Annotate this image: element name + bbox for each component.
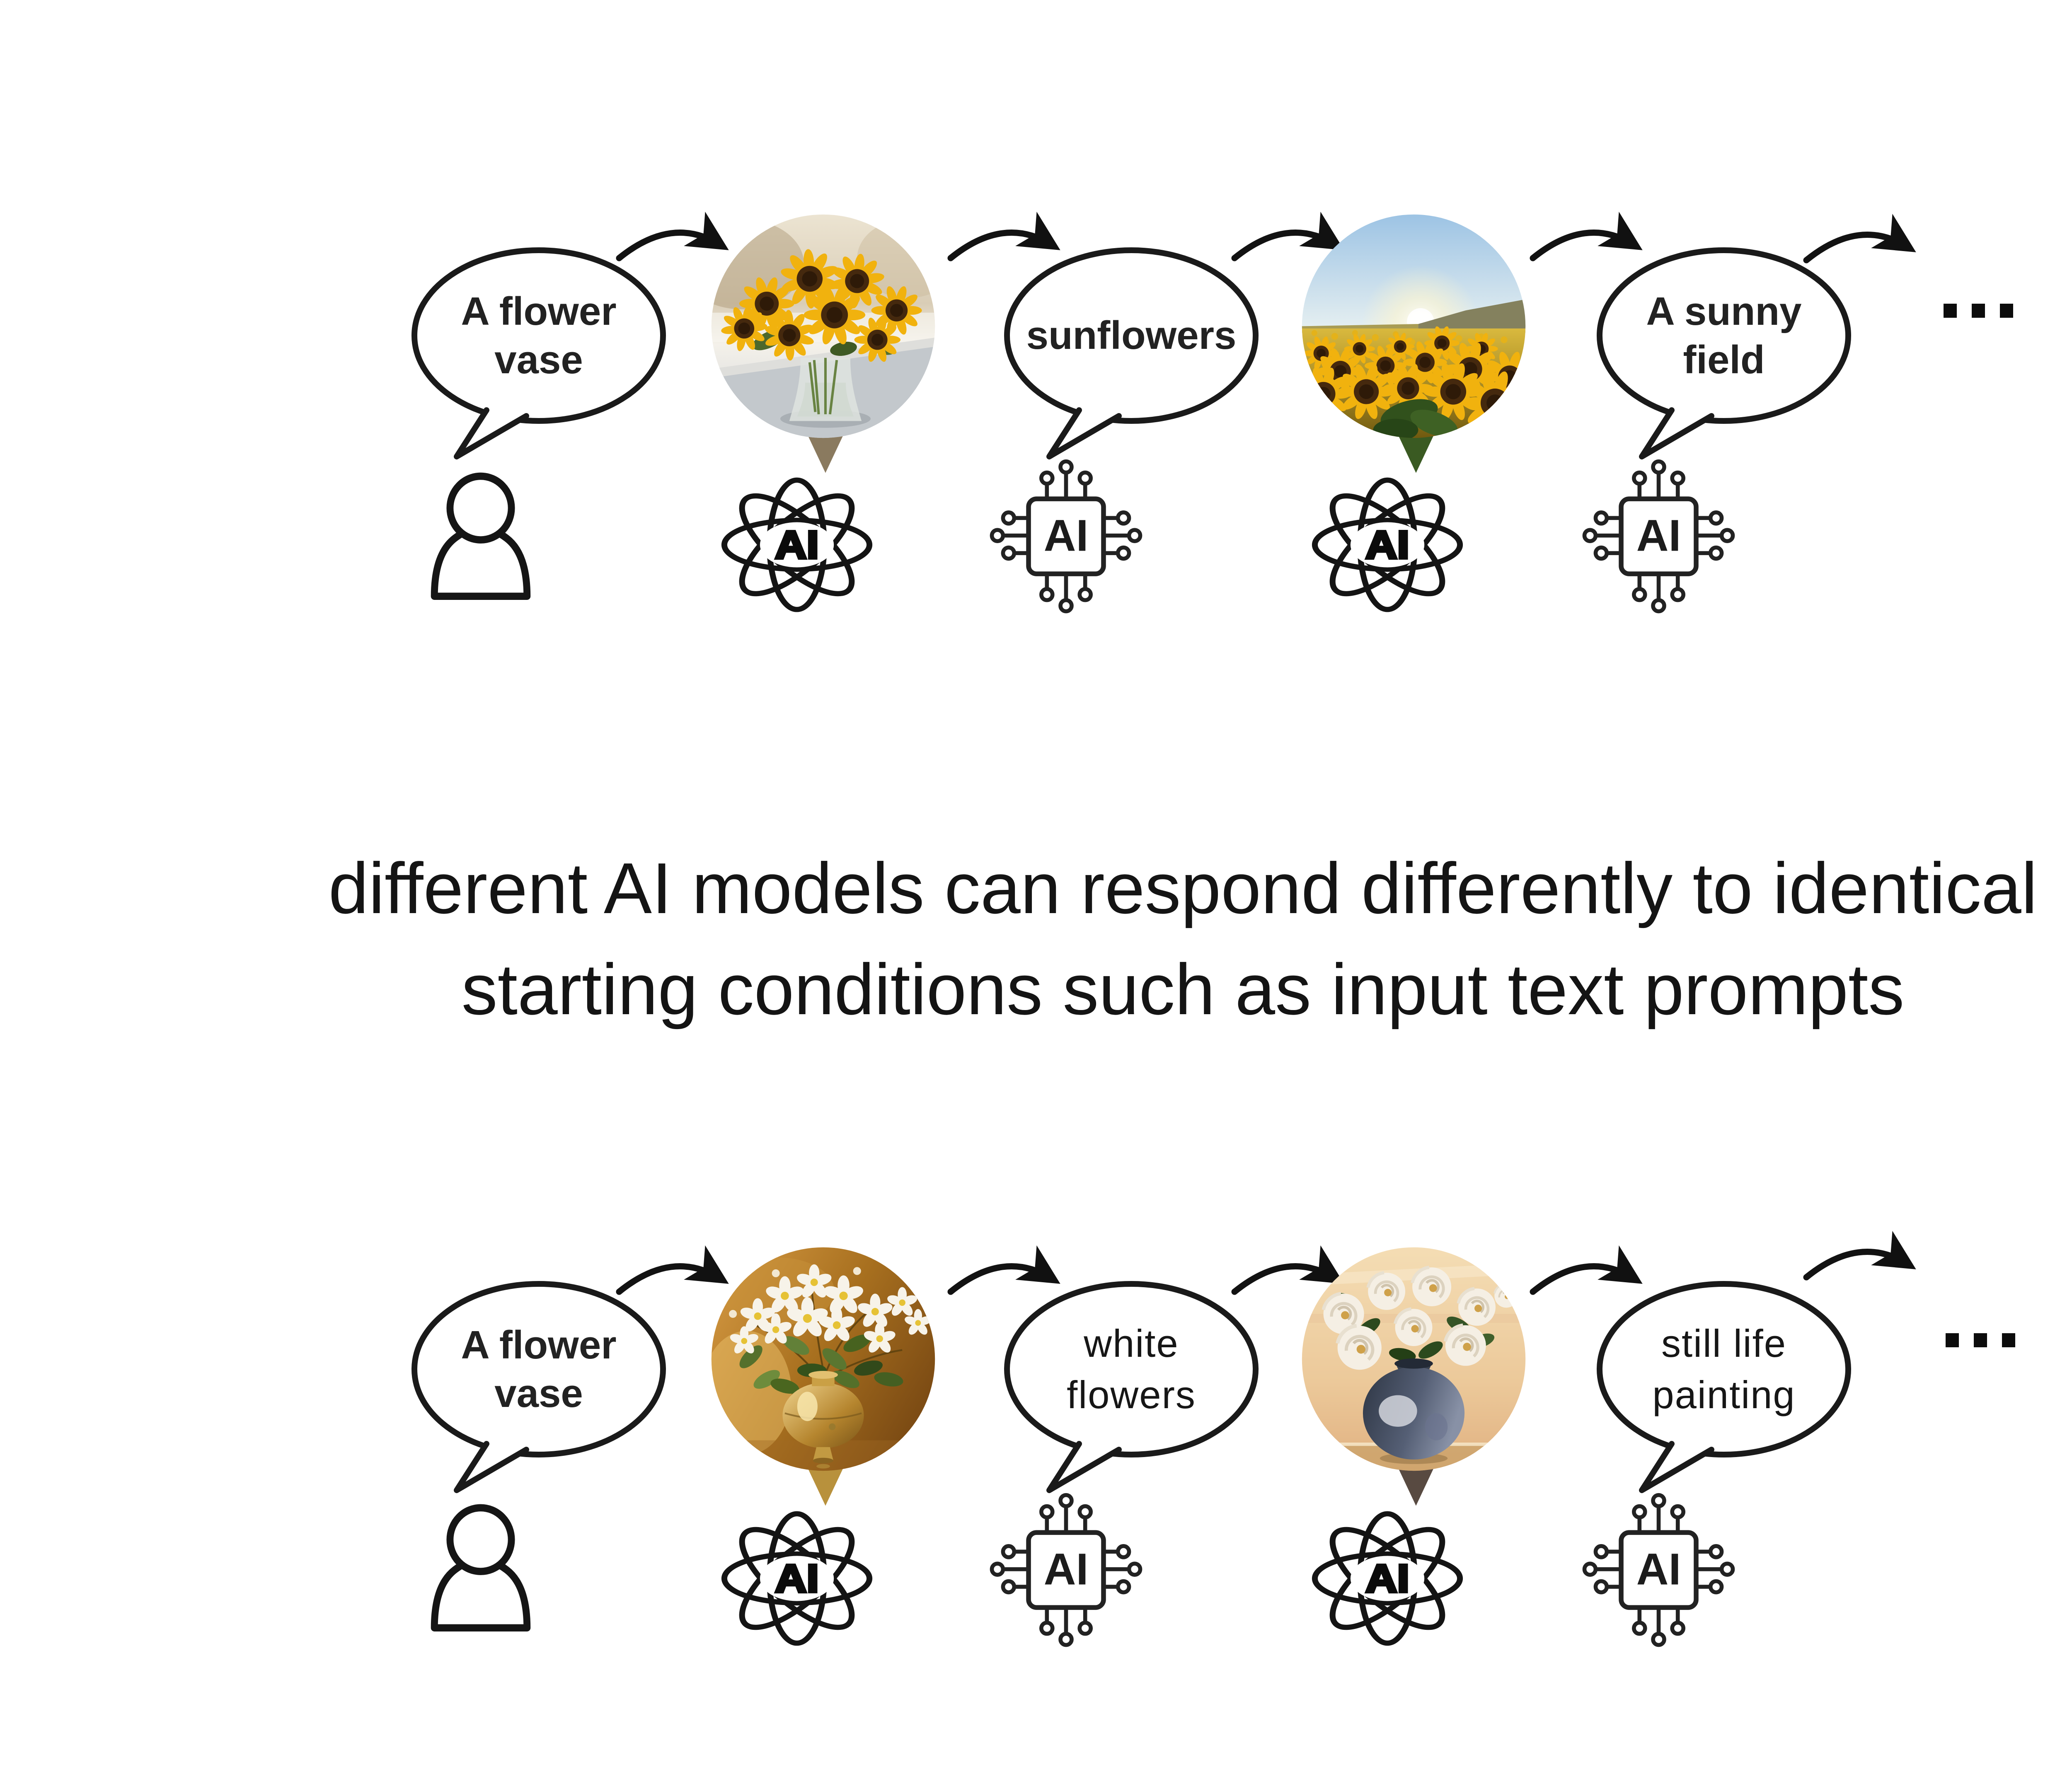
user-prompt-text: A flower vase [461, 289, 617, 382]
ai-caption-bubble: still life painting [1595, 1278, 1852, 1502]
person-icon [427, 1504, 535, 1632]
ai-label: AI [1044, 510, 1089, 560]
user-prompt-bubble: A flower vase [410, 1278, 667, 1502]
person-icon [427, 472, 535, 601]
ai-caption-bubble: sunflowers [1003, 244, 1260, 468]
caption-line-2: starting conditions such as input text p… [461, 948, 1905, 1030]
image-tail [807, 434, 844, 473]
ai-chip-icon: AI [986, 456, 1146, 619]
ai-chip-icon: AI [1579, 1489, 1738, 1653]
user-prompt-text: A flower vase [461, 1322, 617, 1416]
dot [1946, 1333, 1959, 1347]
ai-caption-text: sunflowers [1026, 313, 1237, 358]
ai-label: AI [1365, 523, 1409, 567]
ai-caption-text: still life painting [1652, 1321, 1796, 1416]
dot [1944, 304, 1957, 318]
ellipsis-dots: ... [1944, 304, 2013, 318]
image-tail [807, 1467, 844, 1506]
generated-image-white-roses [1302, 1247, 1526, 1506]
curved-arrow-icon [1801, 1228, 1921, 1299]
dot [2002, 1333, 2015, 1347]
ai-atom-icon: AI [1311, 1510, 1464, 1647]
ellipsis-dots: ... [1946, 1333, 2015, 1347]
ai-atom-icon: AI [720, 1510, 874, 1647]
ai-atom-icon: AI [1311, 476, 1464, 613]
ai-label: AI [1636, 510, 1681, 560]
caption-line-1: different AI models can respond differen… [328, 848, 2038, 928]
caption: different AI models can respond differen… [0, 838, 2072, 1039]
ai-chip-icon: AI [986, 1489, 1146, 1653]
curved-arrow-icon [1801, 211, 1921, 282]
ai-label: AI [1044, 1544, 1089, 1594]
ai-caption-bubble: A sunny field [1595, 244, 1852, 468]
image-tail [1398, 434, 1434, 473]
generated-image-sunflower-vase [711, 214, 935, 473]
ai-chip-icon: AI [1579, 456, 1738, 619]
ai-label: AI [1365, 1557, 1409, 1600]
image-tail [1398, 1467, 1434, 1506]
ai-label: AI [775, 523, 819, 567]
ai-caption-text: white flowers [1067, 1321, 1196, 1416]
ai-atom-icon: AI [720, 476, 874, 613]
dot [1974, 1333, 1987, 1347]
dot [2000, 304, 2013, 318]
generated-image-sunflower-field [1302, 214, 1526, 473]
ai-caption-bubble: white flowers [1003, 1278, 1260, 1502]
ai-caption-text: A sunny field [1646, 289, 1802, 382]
dot [1972, 304, 1985, 318]
generated-image-white-blossoms [711, 1247, 935, 1506]
ai-label: AI [775, 1557, 819, 1600]
ai-label: AI [1636, 1544, 1681, 1594]
user-prompt-bubble: A flower vase [410, 244, 667, 468]
